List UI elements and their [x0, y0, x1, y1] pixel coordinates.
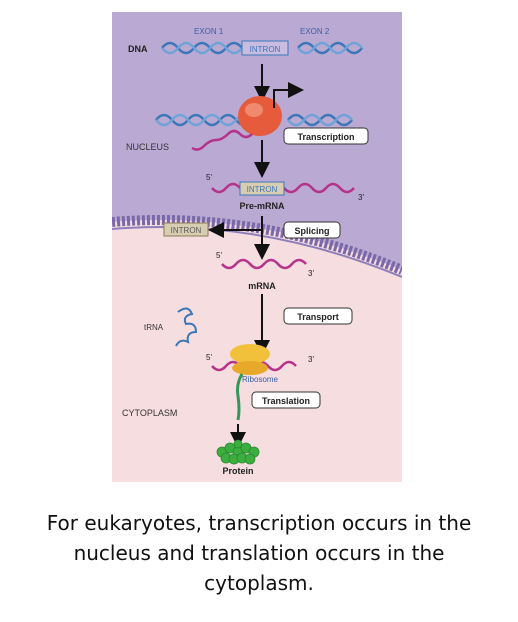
caption-line-3: cytoplasm.	[204, 571, 314, 595]
exon2-label: EXON 2	[300, 27, 330, 36]
premrna-label: Pre-mRNA	[239, 201, 285, 211]
step-transcription-box	[283, 127, 369, 145]
step-translation-label: Translation	[262, 396, 310, 406]
dna-label: DNA	[128, 44, 148, 54]
nascent-rna	[191, 129, 253, 151]
step-translation-box	[251, 391, 321, 409]
translation-3prime: 3'	[308, 355, 314, 364]
step-transcription-label: Transcription	[297, 132, 354, 142]
dna-intron-box	[241, 40, 289, 56]
nucleus-region	[112, 12, 402, 270]
spliced-intron-label: INTRON	[171, 226, 202, 235]
step-splicing-box	[283, 221, 341, 239]
dna-helix-strand-b	[161, 41, 363, 55]
polypeptide-chain	[236, 373, 244, 421]
transcription-dna-strand-b	[155, 113, 353, 127]
protein-cluster	[216, 439, 260, 465]
mrna-strand	[221, 258, 307, 270]
gene-expression-figure: DNA EXON 1 EXON 2 INTRON Transcription N…	[112, 12, 402, 482]
ribosome-label: Ribosome	[242, 375, 279, 384]
nucleus-label: NUCLEUS	[126, 142, 169, 152]
caption-line-1: For eukaryotes, transcription occurs in …	[46, 511, 472, 535]
exon1-label: EXON 1	[194, 27, 224, 36]
mrna-label: mRNA	[248, 281, 276, 291]
premrna-strand	[211, 182, 355, 194]
premrna-3prime: 3'	[358, 193, 364, 202]
rna-polymerase	[238, 96, 282, 136]
trna-label: tRNA	[144, 323, 164, 332]
protein-label: Protein	[222, 466, 253, 476]
transcription-start-arrow	[273, 82, 304, 108]
nuclear-envelope-outer	[112, 226, 402, 278]
mrna-5prime: 5'	[216, 251, 222, 260]
step-transport-label: Transport	[297, 312, 339, 322]
caption: For eukaryotes, transcription occurs in …	[0, 508, 518, 598]
step-transport-box	[283, 307, 353, 325]
mrna-3prime: 3'	[308, 269, 314, 278]
step-splicing-label: Splicing	[294, 226, 329, 236]
ribosome-small-subunit	[232, 361, 268, 375]
cytoplasm-label: CYTOPLASM	[122, 408, 177, 418]
nuclear-envelope	[112, 215, 402, 275]
translation-5prime: 5'	[206, 353, 212, 362]
premrna-intron-label: INTRON	[247, 185, 278, 194]
premrna-intron-box	[239, 181, 285, 196]
dna-intron-label: INTRON	[250, 45, 281, 54]
caption-line-2: nucleus and translation occurs in the	[73, 541, 445, 565]
trna-molecule	[175, 307, 198, 347]
rna-polymerase-highlight	[245, 103, 263, 117]
ribosome-large-subunit	[230, 344, 270, 364]
premrna-5prime: 5'	[206, 173, 212, 182]
